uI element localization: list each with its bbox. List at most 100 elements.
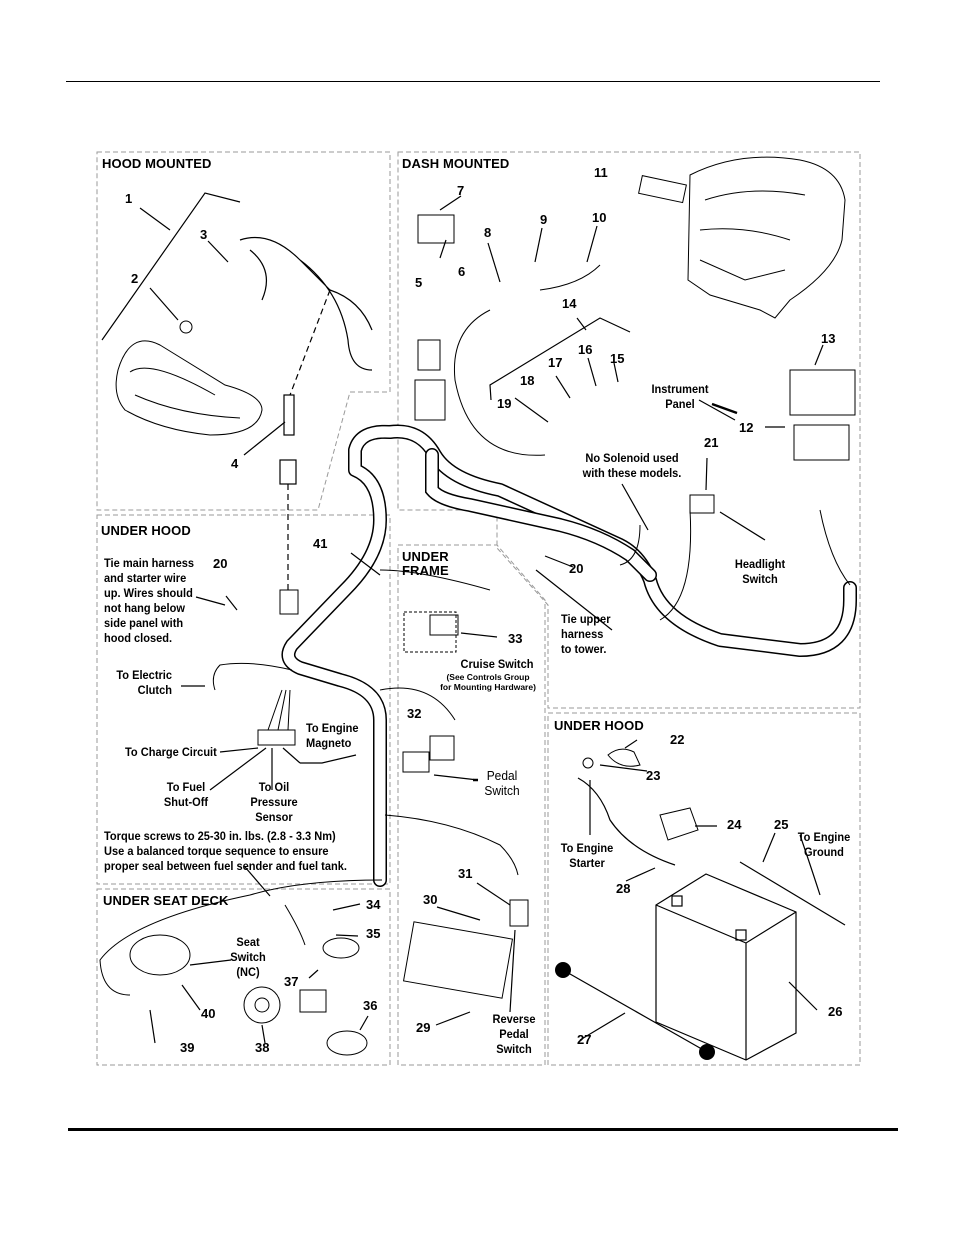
- callout-34: 34: [366, 897, 381, 912]
- part-32: [402, 751, 430, 773]
- note-torque-spec: Torque screws to 25-30 in. lbs. (2.8 - 3…: [104, 829, 347, 873]
- callout-5: 5: [415, 275, 423, 290]
- note-charge-circuit: To Charge Circuit: [125, 745, 217, 759]
- part-5: [417, 339, 441, 371]
- part-5-connector: [414, 379, 446, 421]
- callout-25: 25: [774, 817, 789, 832]
- dash-tower: [687, 156, 846, 319]
- part-23: [582, 757, 594, 769]
- part-22: [607, 748, 641, 767]
- callout-11: 11: [594, 165, 608, 180]
- cables: [562, 777, 846, 1053]
- border-hood-mounted: [96, 151, 391, 511]
- callout-9: 9: [540, 212, 548, 227]
- section-under-hood-left: UNDER HOOD: [101, 523, 191, 538]
- callout-19: 19: [497, 396, 512, 411]
- section-under-hood-right: UNDER HOOD: [554, 718, 644, 733]
- section-hood-mounted: HOOD MOUNTED: [102, 156, 212, 171]
- callout-31: 31: [458, 866, 473, 881]
- part-37-sender: [299, 989, 327, 1013]
- callout-28: 28: [616, 881, 631, 896]
- callout-27: 27: [577, 1032, 592, 1047]
- callout-8: 8: [484, 225, 492, 240]
- header-rule: [66, 81, 880, 82]
- callout-32: 32: [407, 706, 422, 721]
- callout-13: 13: [821, 331, 836, 346]
- callout-14: 14: [562, 296, 577, 311]
- cruise-bracket: [403, 611, 457, 653]
- section-dash-mounted: DASH MOUNTED: [402, 156, 510, 171]
- callout-12: 12: [739, 420, 754, 435]
- callout-3: 3: [200, 227, 208, 242]
- section-borders: [96, 151, 861, 1066]
- pedal-connector: [429, 735, 455, 761]
- callout-20b: 20: [569, 561, 584, 576]
- callout-38: 38: [255, 1040, 270, 1055]
- part-33: [429, 614, 459, 636]
- callout-15: 15: [610, 351, 625, 366]
- callout-23: 23: [646, 768, 661, 783]
- note-cruise-switch: Cruise Switch: [460, 657, 534, 671]
- callout-39: 39: [180, 1040, 195, 1055]
- part-27-end-a: [555, 962, 571, 978]
- part-37: [322, 937, 360, 959]
- part-40: [129, 934, 191, 976]
- connector-4: [279, 589, 299, 615]
- part-6: [417, 214, 455, 244]
- section-under-seat-deck: UNDER SEAT DECK: [103, 893, 229, 908]
- callout-22: 22: [670, 732, 685, 747]
- leader-lines: [101, 192, 824, 1044]
- callout-41: 41: [313, 536, 328, 551]
- callout-1: 1: [125, 191, 133, 206]
- border-under-seat-deck: [96, 888, 391, 1066]
- callout-18: 18: [520, 373, 535, 388]
- components: [129, 175, 856, 1056]
- callout-26: 26: [828, 1004, 843, 1019]
- misc-wires: [99, 264, 851, 996]
- callout-20a: 20: [213, 556, 228, 571]
- callout-21: 21: [704, 435, 719, 450]
- part-27-end-b: [699, 1044, 715, 1060]
- part-13: [789, 369, 856, 416]
- callout-35: 35: [366, 926, 381, 941]
- callout-24: 24: [727, 817, 742, 832]
- part-31: [509, 899, 529, 927]
- callout-40: 40: [201, 1006, 216, 1021]
- footer-rule: [68, 1128, 898, 1131]
- callout-36: 36: [363, 998, 378, 1013]
- part-38: [243, 986, 281, 1024]
- border-under-hood-left: [96, 514, 391, 885]
- callout-16: 16: [578, 342, 593, 357]
- callout-10: 10: [592, 210, 607, 225]
- section-under-frame-line2: FRAME: [402, 563, 449, 578]
- part-24: [659, 807, 699, 841]
- border-dash-mounted: [397, 151, 861, 709]
- callout-33: 33: [508, 631, 523, 646]
- section-under-frame-line1: UNDER: [402, 549, 449, 564]
- part-21: [689, 494, 715, 514]
- part-11: [638, 175, 687, 204]
- border-under-hood-right: [547, 712, 861, 1066]
- border-under-frame: [397, 544, 546, 1066]
- callout-17: 17: [548, 355, 563, 370]
- callout-7: 7: [457, 183, 465, 198]
- callout-2: 2: [131, 271, 139, 286]
- callout-30: 30: [423, 892, 438, 907]
- part-30: [402, 921, 514, 999]
- part-36: [326, 1030, 368, 1056]
- battery: [655, 873, 797, 1061]
